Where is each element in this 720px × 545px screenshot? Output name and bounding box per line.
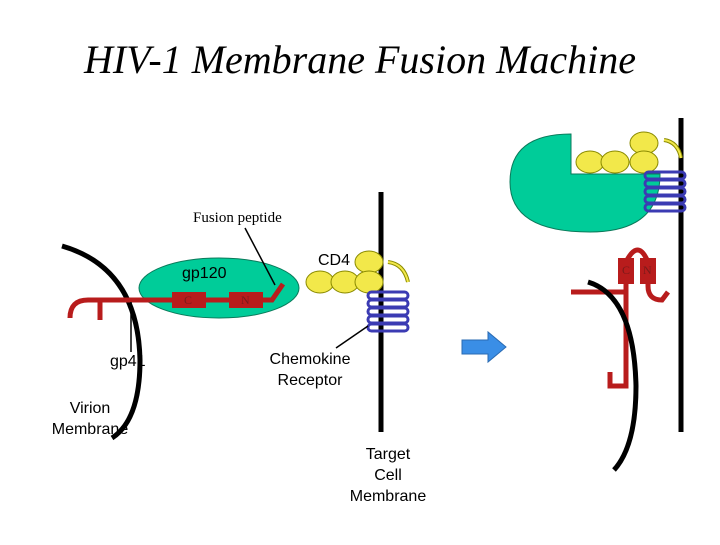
cd4-domain bbox=[354, 270, 384, 294]
gp120-label: gp120 bbox=[182, 265, 227, 282]
cd4-domain-fused bbox=[600, 150, 630, 174]
virion-membrane-label: Virion Membrane bbox=[38, 398, 142, 440]
target-cell-membrane-label-line: Cell bbox=[374, 467, 402, 484]
target-cell-membrane-label-line: Membrane bbox=[349, 488, 427, 505]
c-terminus-label: C bbox=[184, 293, 193, 307]
fusion-peptide-pointer bbox=[244, 227, 276, 286]
cd4-domain bbox=[305, 270, 335, 294]
gp120-subunit-fused bbox=[509, 133, 661, 233]
n-terminus-box-fused bbox=[640, 258, 656, 284]
chemokine-receptor-label-line: Receptor bbox=[277, 372, 343, 389]
chemokine-receptor-pointer bbox=[335, 325, 369, 349]
virion-membrane bbox=[61, 243, 143, 441]
page-title: HIV-1 Membrane Fusion Machine bbox=[83, 37, 637, 82]
c-terminus-box bbox=[172, 292, 206, 308]
fusion-peptide-label: Fusion peptide bbox=[193, 210, 282, 226]
cd4-tail-fill bbox=[387, 261, 409, 283]
target-cell-membrane-label-line: Target bbox=[365, 446, 411, 463]
gp41-helix bbox=[67, 297, 254, 319]
virion-membrane-label-line: Virion bbox=[69, 400, 111, 417]
transition-arrow bbox=[461, 330, 507, 364]
gp41-hairpin-loop bbox=[623, 247, 670, 303]
chemokine-receptor-label-line: Chemokine bbox=[269, 351, 351, 368]
chemokine-receptor-fused bbox=[643, 170, 687, 213]
cd4-tail-fused-fill bbox=[663, 139, 682, 159]
n-terminus-label: N bbox=[241, 293, 250, 307]
target-cell-membrane-label: Target Cell Membrane bbox=[336, 444, 440, 507]
chemokine-receptor bbox=[366, 290, 410, 333]
n-terminus-box bbox=[229, 292, 263, 308]
gp41-label: gp41 bbox=[110, 353, 146, 370]
virion-membrane-label-line: Membrane bbox=[51, 421, 129, 438]
cd4-label: CD4 bbox=[318, 252, 351, 269]
cd4-domain bbox=[354, 250, 384, 274]
virion-membrane-fused bbox=[587, 279, 639, 472]
n-terminus-label-fused: N bbox=[643, 263, 652, 277]
chemokine-receptor-label: Chemokine Receptor bbox=[258, 349, 362, 391]
c-terminus-box-fused bbox=[618, 258, 634, 284]
c-terminus-label-fused: C bbox=[622, 263, 631, 277]
cd4-domain-fused bbox=[575, 150, 605, 174]
cd4-domain-fused bbox=[629, 150, 659, 174]
